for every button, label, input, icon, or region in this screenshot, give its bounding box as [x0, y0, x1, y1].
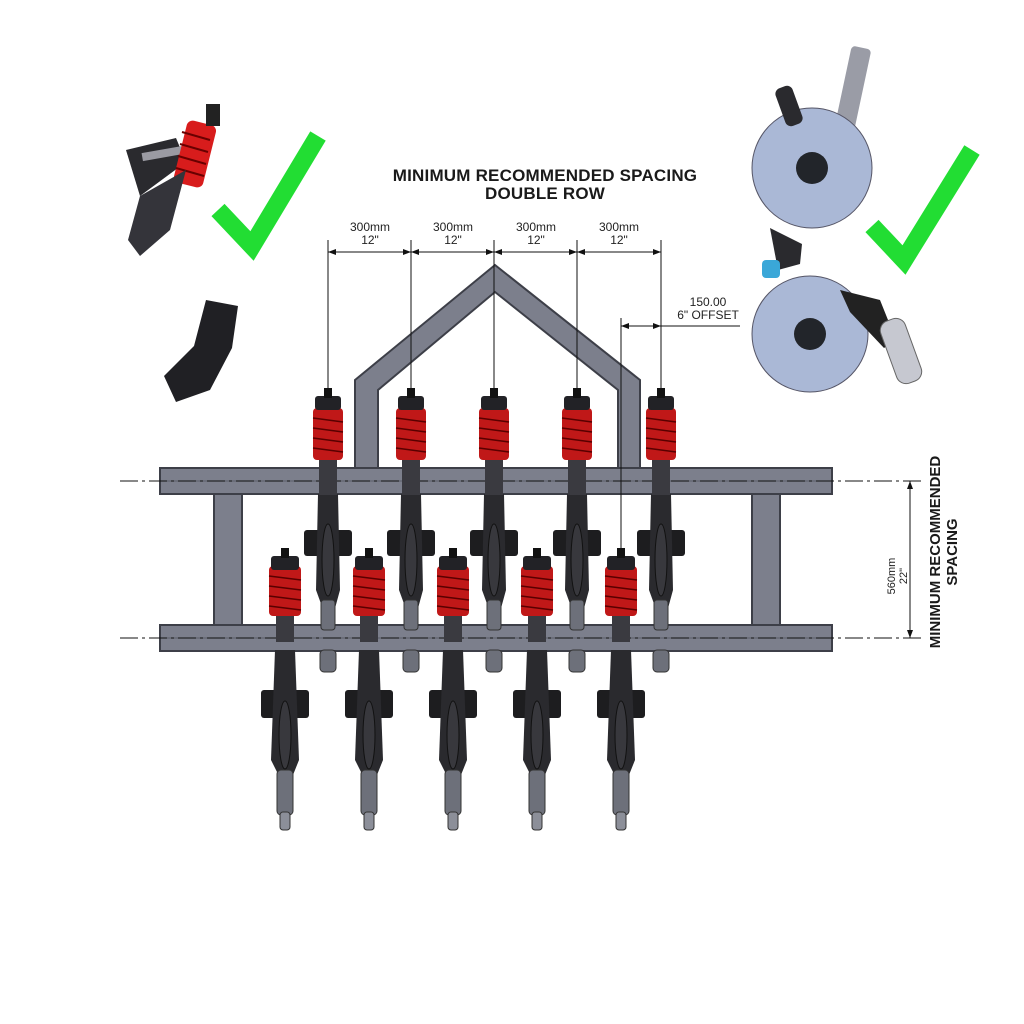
offset-dimension [620, 318, 740, 548]
row-unit [553, 388, 601, 673]
spacing-mm: 300mm [349, 220, 390, 234]
right-upright [751, 489, 781, 631]
depth-title-line1: MINIMUM RECOMMENDED [927, 455, 944, 649]
diagram-title: MINIMUM RECOMMENDED SPACING [392, 166, 698, 185]
depth-spacing-label: 560mm 22" [886, 536, 910, 616]
depth-inch: 22" [898, 567, 910, 585]
row-spacing-label: 300mm 12" [589, 221, 649, 247]
disc-opener-with-tube-image [751, 228, 923, 393]
rear-row-units [261, 548, 645, 831]
row-unit [261, 548, 309, 831]
disc-opener-image [751, 46, 873, 229]
depth-title-line2: SPACING [944, 518, 961, 586]
row-unit [387, 388, 435, 673]
row-spacing-dimension [327, 240, 662, 388]
offset-value: 150.00 [689, 295, 727, 309]
spacing-mm: 300mm [432, 220, 473, 234]
row-unit [597, 548, 645, 831]
offset-label: 150.00 6" OFFSET [672, 296, 744, 322]
row-unit [304, 388, 352, 673]
depth-spacing-title: MINIMUM RECOMMENDED SPACING [927, 422, 961, 682]
front-row-units [304, 388, 685, 673]
spacing-inch: 12" [527, 233, 545, 247]
row-unit [637, 388, 685, 673]
spacing-inch: 12" [361, 233, 379, 247]
spring-coulter-assembly-image [126, 104, 220, 256]
check-icon [865, 145, 980, 275]
row-unit [470, 388, 518, 673]
offset-text: 6" OFFSET [677, 308, 739, 322]
row-spacing-label: 300mm 12" [506, 221, 566, 247]
check-icon [211, 131, 326, 261]
depth-spacing-dimension [907, 481, 913, 638]
row-spacing-label: 300mm 12" [340, 221, 400, 247]
mounting-bracket-image [164, 300, 238, 402]
spacing-inch: 12" [444, 233, 462, 247]
left-upright [213, 489, 243, 631]
row-unit [429, 548, 477, 831]
spacing-inch: 12" [610, 233, 628, 247]
row-spacing-label: 300mm 12" [423, 221, 483, 247]
spacing-mm: 300mm [515, 220, 556, 234]
depth-mm: 560mm [886, 557, 898, 595]
spacing-mm: 300mm [598, 220, 639, 234]
row-unit [513, 548, 561, 831]
diagram-subtitle: DOUBLE ROW [484, 184, 606, 203]
row-unit [345, 548, 393, 831]
